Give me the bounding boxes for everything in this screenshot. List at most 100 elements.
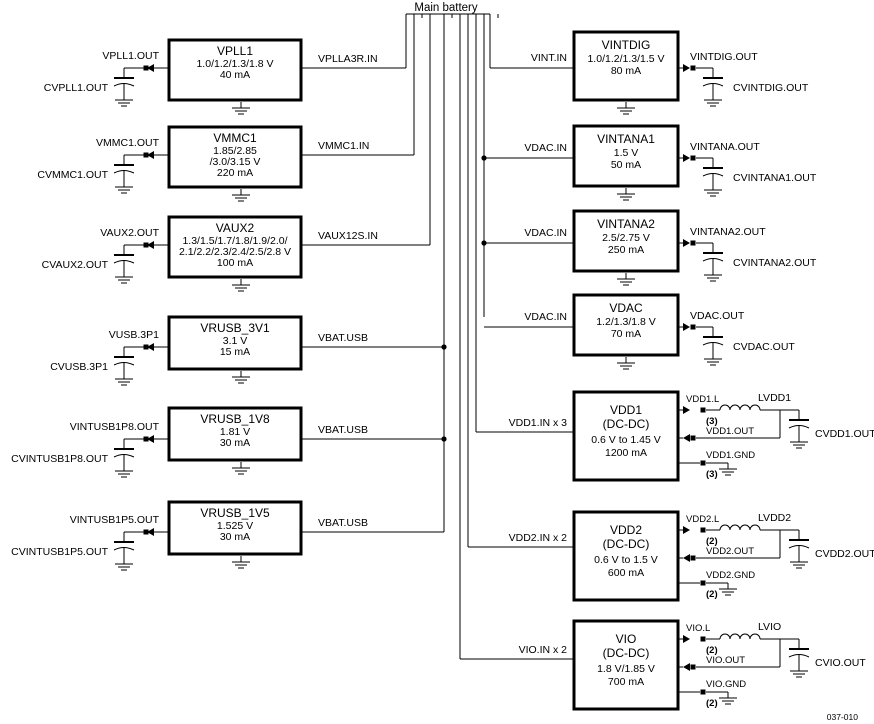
output-pin-label: VAUX2.OUT: [100, 227, 159, 239]
regulator-spec-line: 100 mA: [217, 257, 253, 269]
cap-ground: [115, 465, 133, 478]
capacitor-label: CVUSB.3P1: [50, 361, 108, 373]
ldo-ground: [617, 273, 635, 286]
ldo-block: [572, 293, 680, 357]
capacitor-label: CVAUX2.OUT: [42, 259, 109, 271]
output-arrow: [147, 343, 154, 351]
ground-pin-label: VIO.GND: [706, 679, 746, 690]
dcdc-spec-line: 0.6 V to 1.45 V: [591, 434, 660, 446]
input-pin-label: VIO.IN x 2: [519, 644, 568, 656]
dcdc-spec-line: 700 mA: [608, 676, 644, 688]
output-capacitor: [113, 245, 135, 284]
switch-node-arrow: [683, 406, 690, 414]
inductor-coil: [719, 404, 761, 411]
regulator-spec-line: 40 mA: [220, 69, 250, 81]
regulator-ground: [232, 371, 250, 384]
regulator-name: VMMC1: [213, 131, 257, 145]
switch-node-label: VDD1.L: [686, 394, 719, 405]
output-pin: [690, 324, 696, 330]
capacitor-label: CVDD2.OUT: [815, 548, 874, 560]
inductor-coil: [719, 524, 761, 531]
ground-pin: [700, 689, 706, 695]
output-pin-label: VUSB.3P1: [109, 329, 159, 341]
cap-plate-bottom: [113, 83, 135, 87]
output-pin: [143, 529, 149, 535]
ldo-spec-line: 50 mA: [611, 159, 641, 171]
regulator-ground: [232, 102, 250, 115]
battery-bus-wires: [405, 14, 499, 659]
regulator-ground: [232, 462, 250, 475]
ldo-spec-line: 80 mA: [611, 65, 641, 77]
output-pin-label: VDAC.OUT: [690, 310, 745, 322]
dcdc-ground: [719, 583, 737, 596]
cap-plate-bottom: [113, 454, 135, 458]
feedback-pin-label: VDD1.OUT: [706, 426, 754, 437]
bus-junction-dot: [441, 436, 447, 442]
capacitor-label: CVINTDIG.OUT: [733, 82, 809, 94]
output-pin: [143, 65, 149, 71]
output-capacitor: [788, 410, 810, 449]
cap-plate-bottom: [702, 173, 724, 177]
ground-pin-label: VDD1.GND: [706, 450, 755, 461]
capacitor-label: CVINTUSB1P5.OUT: [11, 546, 108, 558]
output-capacitor: [702, 68, 724, 107]
input-pin-label: VAUX12S.IN: [318, 230, 378, 242]
regulator-ground: [232, 556, 250, 569]
cap-ground: [115, 373, 133, 386]
regulator-spec-line: 1.85/2.85: [213, 145, 257, 157]
regulator-ground: [232, 189, 250, 202]
output-pin-label: VINTUSB1P5.OUT: [70, 514, 160, 526]
capacitor-label: CVMMC1.OUT: [37, 169, 108, 181]
input-pin-label: VBAT.USB: [318, 424, 368, 436]
dcdc-type: (DC-DC): [603, 646, 650, 660]
dcdc-block: [572, 619, 680, 711]
output-pin-label: VINTDIG.OUT: [690, 51, 758, 63]
cap-ground: [704, 353, 722, 366]
capacitor-label: CVINTUSB1P8.OUT: [11, 453, 108, 465]
inductor-coil: [719, 633, 761, 640]
capacitor-label: CVDD1.OUT: [815, 428, 874, 440]
ldo-spec-line: 1.2/1.3/1.8 V: [596, 316, 656, 328]
switch-node-arrow: [683, 635, 690, 643]
capacitor-label: CVIO.OUT: [815, 657, 866, 669]
cap-plate-bottom: [113, 170, 135, 174]
bus-junction-dot: [441, 344, 447, 350]
inductor-label: LVDD1: [758, 392, 791, 404]
cap-ground: [115, 558, 133, 571]
output-capacitor: [113, 532, 135, 571]
dcdc-type: (DC-DC): [603, 537, 650, 551]
output-pin-label: VPLL1.OUT: [102, 50, 159, 62]
output-pin: [690, 155, 696, 161]
cap-plate-bottom: [702, 258, 724, 262]
switch-node-pin: [700, 527, 706, 533]
switch-node-label: VIO.L: [686, 623, 710, 634]
ground-pin-multiplicity: (3): [706, 469, 718, 480]
ldo-name: VINTANA1: [597, 132, 655, 146]
switch-node-pin: [700, 407, 706, 413]
output-arrow: [147, 528, 154, 536]
ground-pin: [700, 460, 706, 466]
regulator-block: [167, 315, 303, 371]
feedback-pin: [690, 435, 696, 441]
regulator-name: VRUSB_1V5: [200, 506, 270, 520]
regulator-spec-line: 30 mA: [220, 531, 250, 543]
main-battery-label: Main battery: [414, 2, 478, 14]
ldo-spec-line: 1.5 V: [614, 147, 639, 159]
input-pin-label: VDAC.IN: [524, 311, 567, 323]
switch-node-pin: [700, 636, 706, 642]
ground-pin-label: VDD2.GND: [706, 570, 755, 581]
capacitor-label: CVINTANA1.OUT: [733, 172, 817, 184]
cap-ground: [704, 94, 722, 107]
regulator-spec-line: 2.1/2.2/2.3/2.4/2.5/2.8 V: [179, 246, 291, 258]
capacitor-label: CVPLL1.OUT: [44, 82, 109, 94]
regulator-spec-line: 1.81 V: [220, 426, 250, 438]
regulator-name: VRUSB_3V1: [200, 321, 270, 335]
dcdc-spec-line: 0.6 V to 1.5 V: [594, 554, 658, 566]
